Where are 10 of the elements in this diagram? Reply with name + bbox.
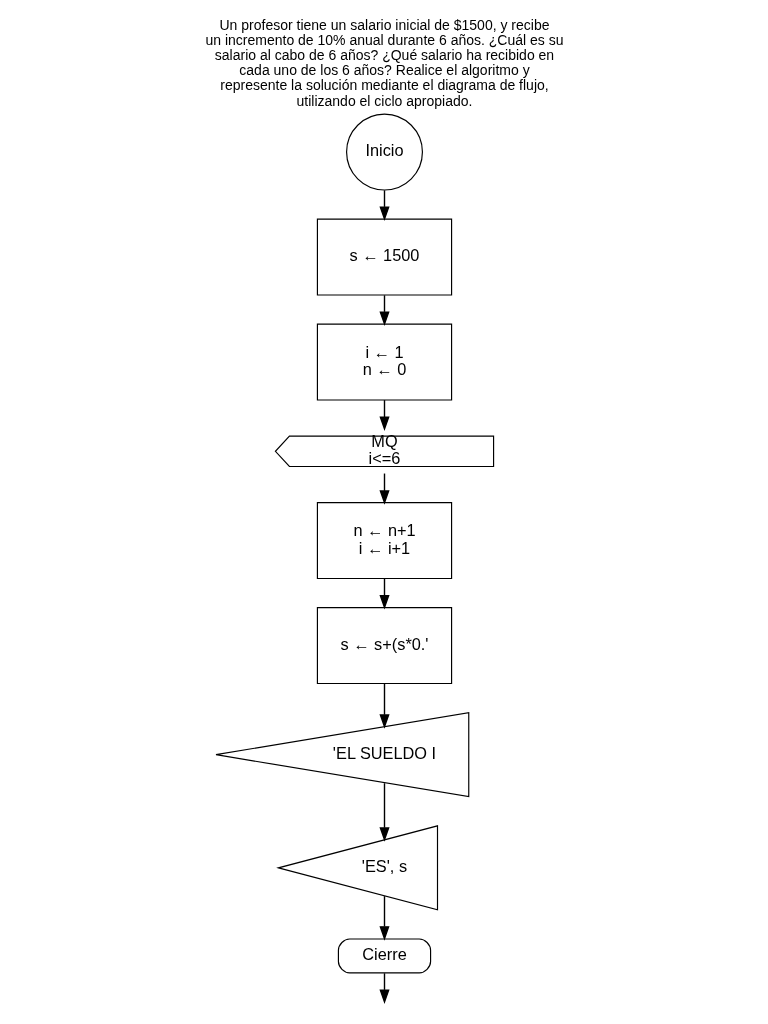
node-box: s ← s+(s*0.' [316, 607, 452, 685]
diagram-title: Un profesor tiene un salario inicial de $1500, y recibe un incremento de 10% anual durante 6 años. ¿Cuál es su salario al cabo de 6 años? ¿Qué salario ha recibido en cada uno de los 6 años? Realice el algoritmo y represente la solución mediante el diagrama de flujo, utilizando el ciclo apropiado. [204, 16, 564, 109]
node-box: s ← 1500 [316, 218, 452, 296]
arrow [378, 683, 390, 729]
node-circle: Inicio [345, 113, 423, 191]
node-box: i ← 1 n ← 0 [316, 323, 452, 401]
node-box: Cierre [337, 938, 431, 974]
arrow [378, 895, 390, 941]
node-box: n ← n+1 i ← i+1 [316, 502, 452, 580]
arrow [378, 782, 390, 842]
